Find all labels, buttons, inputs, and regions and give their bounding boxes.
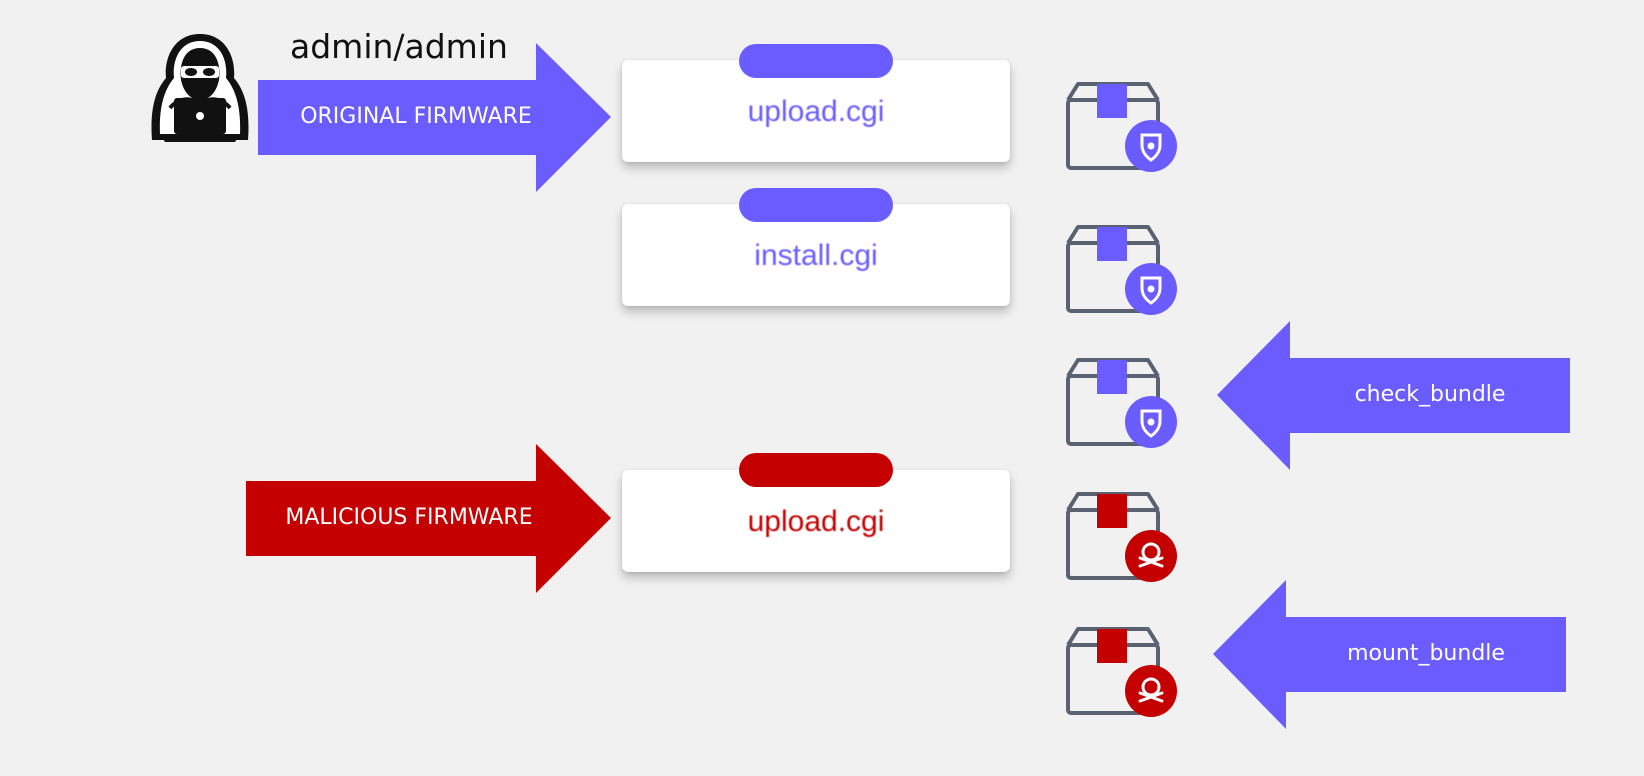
mount-bundle-label: mount_bundle: [1347, 641, 1505, 666]
hacker-laptop-icon: [151, 34, 249, 142]
package-shield-icon: [1066, 358, 1177, 448]
package-skull-icon: [1066, 492, 1177, 582]
malicious-upload-cgi-label: upload.cgi: [747, 505, 885, 538]
malicious-upload-cgi-card: upload.cgi: [622, 470, 1010, 572]
install-cgi-tab: [739, 188, 893, 222]
upload-cgi-label: upload.cgi: [747, 95, 885, 128]
original-firmware-arrow: [258, 43, 611, 192]
malicious-upload-cgi-tab: [739, 453, 893, 487]
malicious-firmware-label: MALICIOUS FIRMWARE: [285, 505, 533, 530]
check-bundle-label: check_bundle: [1354, 382, 1506, 407]
package-shield-icon: [1066, 82, 1177, 172]
package-shield-icon: [1066, 225, 1177, 315]
package-skull-icon: [1066, 627, 1177, 717]
check-bundle-arrow: [1217, 321, 1570, 470]
install-cgi-label: install.cgi: [754, 239, 878, 272]
upload-cgi-card: upload.cgi: [622, 60, 1010, 162]
upload-cgi-tab: [739, 44, 893, 78]
credentials-label: admin/admin: [290, 27, 508, 66]
mount-bundle-arrow: [1213, 580, 1566, 729]
original-firmware-label: ORIGINAL FIRMWARE: [300, 104, 532, 129]
malicious-firmware-arrow: [246, 444, 611, 593]
